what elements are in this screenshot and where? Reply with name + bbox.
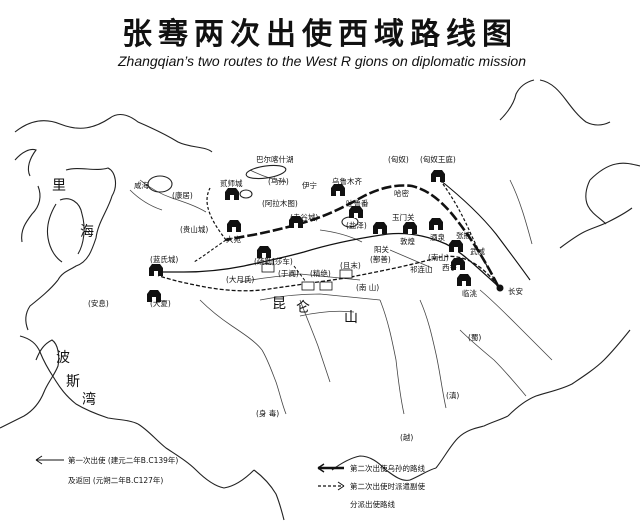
fortress-icon <box>429 218 443 230</box>
label-qilian: 祁连山 <box>410 264 433 274</box>
fortress-icon <box>149 264 163 276</box>
label-anxi: (安息) <box>88 298 109 308</box>
fortress-icon <box>227 220 241 232</box>
label-wan: 湾 <box>82 391 96 408</box>
label-dayuezhi: (大月氏) <box>226 274 254 284</box>
place-labels: 巴尔喀什湖 (乌孙) (匈奴) (匈奴王庭) 咸海 (康居) 贰师城 伊宁 乌鲁… <box>52 154 523 442</box>
label-balkhash: 巴尔喀什湖 <box>256 154 294 164</box>
label-jingjue: (精绝) <box>310 268 331 278</box>
label-kunlun-c: 山 <box>344 310 358 326</box>
label-juandu: (身 毒) <box>256 408 279 418</box>
legend-second-deputy-label: 第二次出使时派遣副使 <box>350 481 425 491</box>
label-chigu: (赤谷城) <box>290 213 318 222</box>
label-yutian: (于阗) <box>278 268 299 278</box>
legend-first-mission: 第一次出使 (建元二年B.C139年) 及返回 (元朔二年B.C127年) <box>35 455 178 485</box>
label-xining: 西宁 <box>442 262 457 272</box>
label-xiongnu-court: (匈奴王庭) <box>420 154 456 164</box>
route-second-mission <box>193 179 531 291</box>
label-turpan: 吐鲁番 <box>346 198 369 208</box>
fortress-icon <box>225 188 239 200</box>
label-shu: (蜀) <box>468 333 481 342</box>
label-hai: 海 <box>80 224 94 240</box>
label-xianhai: 咸海 <box>134 180 149 190</box>
fortress-icon <box>457 274 471 286</box>
label-wuwei: 武威 <box>470 246 485 256</box>
fortress-icon <box>449 240 463 252</box>
fortress-icon <box>451 258 465 270</box>
label-erbin: 贰师城 <box>220 178 243 188</box>
label-shache: (莎车) <box>272 256 293 266</box>
label-wusun: (乌孙) <box>268 176 289 186</box>
fortress-icon <box>403 222 417 234</box>
legend-second-mission-label: 第二次出使乌孙的路线 <box>350 463 425 473</box>
capital-marker-icon <box>496 284 504 292</box>
label-yanqi: (盐泽) <box>346 220 367 230</box>
label-urumqi: 乌鲁木齐 <box>332 176 362 186</box>
label-bo: 波 <box>56 350 70 366</box>
map-title-cn: 张骞两次出使西域路线图 <box>122 17 518 52</box>
label-hami: 哈密 <box>394 188 409 198</box>
label-dunhuang: 敦煌 <box>400 236 415 246</box>
label-dayuan: 大宛 <box>226 234 241 244</box>
label-li: 里 <box>52 178 66 194</box>
caspian-sea <box>46 198 85 263</box>
fortress-icon <box>289 216 303 228</box>
label-si: 斯 <box>66 374 80 390</box>
label-nanshan: (南山) <box>428 252 449 262</box>
legend-first-mission-label: 第一次出使 (建元二年B.C139年) <box>68 455 178 465</box>
fortress-icon <box>331 184 345 196</box>
label-shule: (疏勒) <box>254 256 275 266</box>
label-kangju: (康居) <box>172 190 193 200</box>
rivers <box>129 169 553 415</box>
label-kunlun-a: 昆 <box>272 296 286 312</box>
label-aksu: (阿拉木图) <box>262 198 298 208</box>
fortress-icon <box>431 170 445 182</box>
label-shanshan: (鄯善) <box>370 254 391 264</box>
label-zhangye: 张掖 <box>456 230 471 240</box>
label-lanshi: (蓝氏城) <box>150 254 178 264</box>
label-jiuquan: 酒泉 <box>430 232 445 242</box>
legend-first-return-label: 及返回 (元朔二年B.C127年) <box>68 475 163 485</box>
label-yangguan: 阳关 <box>374 244 389 254</box>
coastlines <box>0 79 640 521</box>
fortress-icons <box>147 170 504 302</box>
legend-second-deputy: 第二次出使时派遣副使 分派出使路线 <box>318 481 425 509</box>
label-nanshan2: (南 山) <box>356 282 379 292</box>
legend: 第一次出使 (建元二年B.C139年) 及返回 (元朔二年B.C127年) 第二… <box>35 455 425 509</box>
route-first-mission <box>149 232 499 292</box>
fortress-icon <box>257 246 271 258</box>
label-changan: 长安 <box>508 286 523 296</box>
label-yining: 伊宁 <box>302 180 317 190</box>
label-dian: (滇) <box>446 390 459 400</box>
label-lintao: 临洮 <box>462 288 477 298</box>
label-kunlun-b: 仑 <box>296 300 310 316</box>
label-daxia: (大夏) <box>150 298 171 308</box>
label-guishan: (贵山城) <box>180 224 208 234</box>
legend-second-mission: 第二次出使乌孙的路线 <box>317 463 425 473</box>
fortress-icon <box>373 222 387 234</box>
label-xiongnu: (匈奴) <box>388 154 409 164</box>
label-yue: (越) <box>400 432 413 442</box>
boxed-markers <box>261 263 353 291</box>
fortress-icon <box>349 206 363 218</box>
fortress-icon <box>147 290 161 302</box>
label-yumen: 玉门关 <box>392 212 415 222</box>
label-qiemo: (且末) <box>340 260 361 270</box>
legend-second-branch-label: 分派出使路线 <box>350 499 395 509</box>
map-title-en: Zhangqian’s two routes to the West R gio… <box>117 53 526 69</box>
